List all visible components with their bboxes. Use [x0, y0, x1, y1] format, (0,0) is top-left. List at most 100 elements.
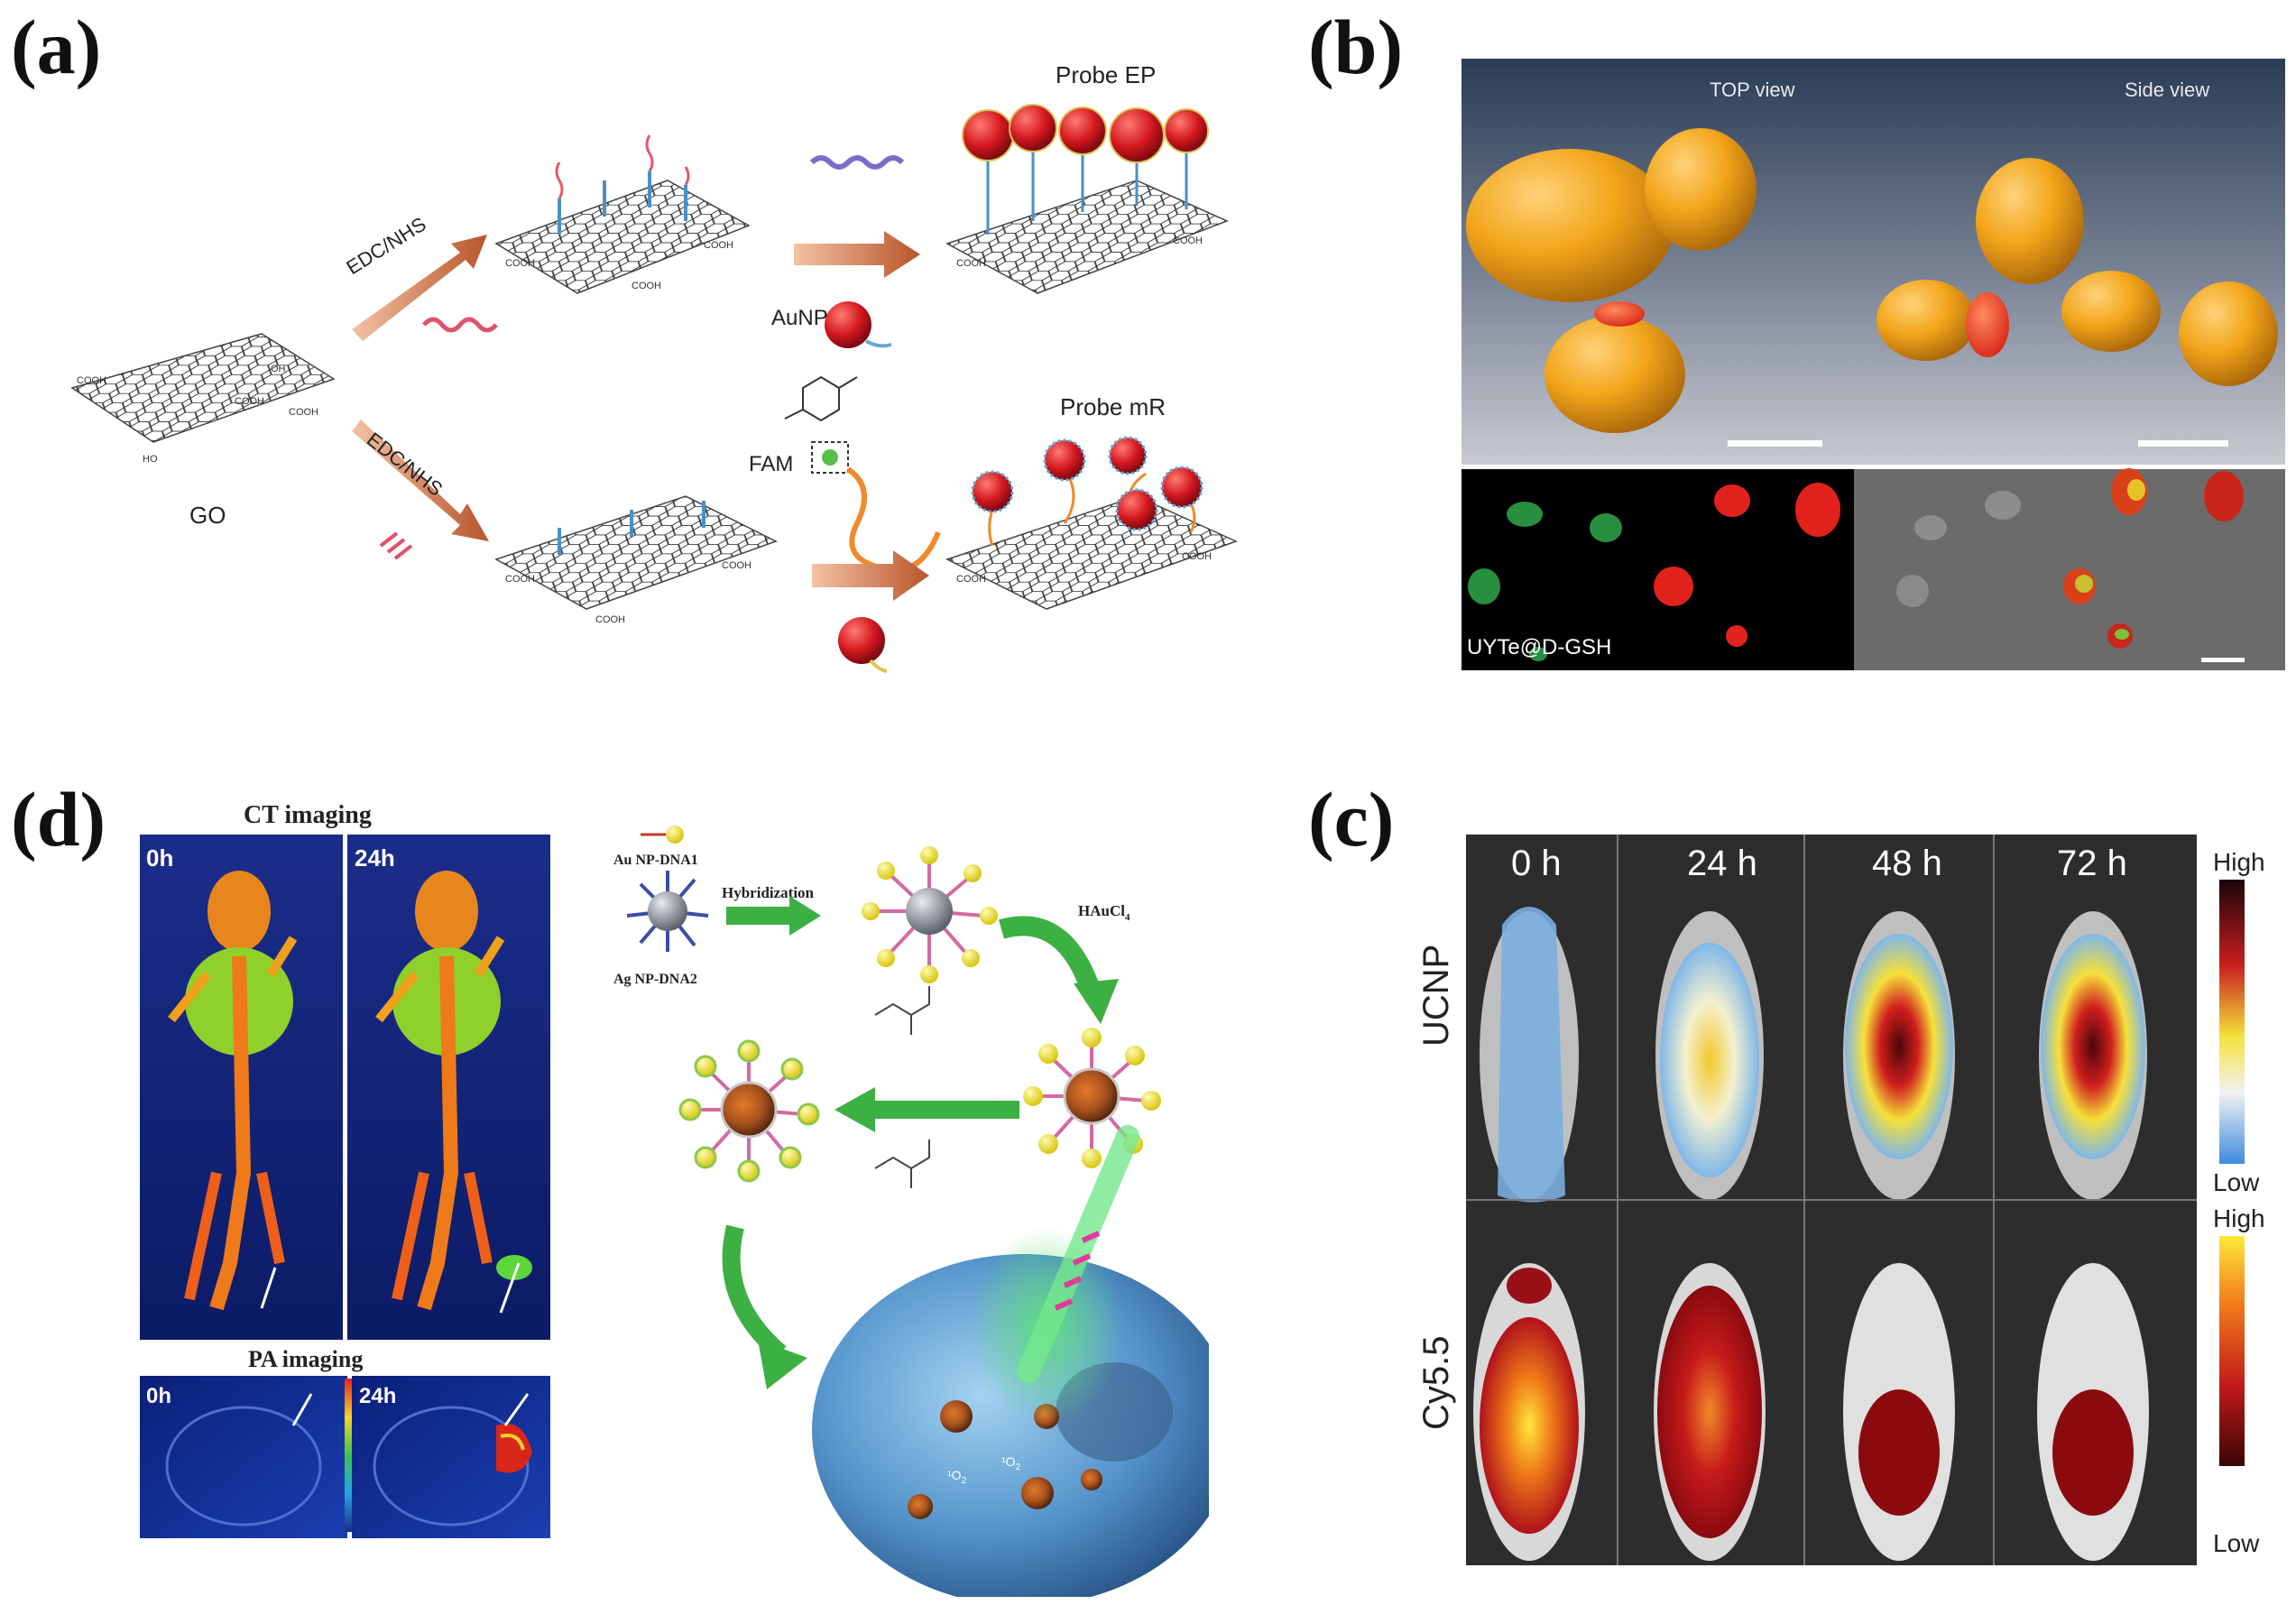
scale-bar — [1728, 440, 1822, 447]
fam-dna-strand-icon — [846, 466, 941, 573]
arrow-to-probe-mr — [812, 550, 929, 601]
svg-text:COOH: COOH — [704, 240, 733, 251]
mouse-cy55-0h — [1473, 1263, 1585, 1561]
scale-bar — [2138, 440, 2228, 447]
time-label-24h: 24 h — [1687, 844, 1757, 883]
fam-label: FAM — [749, 452, 793, 476]
reagent-bottom-label: EDC/NHS — [363, 428, 447, 501]
cy55-scale-high: High — [2213, 1204, 2265, 1232]
panel-c-letter: (c) — [1308, 776, 1395, 862]
arrow-icon — [291, 1393, 313, 1426]
cy55-color-scale — [2219, 1236, 2245, 1466]
hybrid-particle — [862, 846, 998, 983]
pa-imaging-title: PA imaging — [248, 1346, 363, 1372]
row-label-cy55: Cy5.5 — [1416, 1336, 1456, 1431]
reagent-top-label: EDC/NHS — [342, 213, 429, 280]
aunp-red-icon — [825, 301, 871, 348]
time-label-0h: 0 h — [1511, 844, 1562, 883]
laser-beam — [1017, 1125, 1139, 1383]
mouse-ucnp-72h — [2039, 911, 2147, 1200]
dna-strand-pink-icon — [379, 531, 413, 560]
svg-text:COOH: COOH — [722, 560, 752, 571]
aunp-label: AuNP — [771, 306, 828, 330]
top-view-label: TOP view — [1710, 78, 1795, 101]
side-view-cluster — [1876, 158, 2278, 386]
au-np-dna1-icon — [641, 826, 684, 844]
haucl-label: HAuCl4 — [1078, 902, 1130, 923]
ct-24h-label: 24h — [355, 844, 395, 872]
go-label: GO — [189, 502, 226, 529]
arrow-to-cell — [722, 1224, 787, 1361]
go-sheet: COOH COOH OH HO COOH — [70, 333, 336, 465]
ag-np-dna2-icon — [626, 871, 709, 952]
sample-label: UYTe@D-GSH — [1467, 635, 1611, 660]
svg-text:OH: OH — [271, 364, 286, 374]
ag-np-dna2-label: Ag NP-DNA2 — [613, 972, 697, 987]
ct-skeleton-24h — [375, 871, 532, 1314]
arrow-haucl — [998, 916, 1102, 996]
ucnp-scale-high: High — [2213, 848, 2265, 876]
svg-text:COOH: COOH — [77, 375, 106, 386]
svg-text:COOH: COOH — [1182, 551, 1212, 562]
time-label-72h: 72 h — [2057, 844, 2127, 883]
svg-text:COOH: COOH — [235, 396, 264, 407]
au-np-dna1-label: Au NP-DNA1 — [613, 853, 698, 868]
panel-d-letter: (d) — [11, 776, 106, 862]
svg-text:COOH: COOH — [1173, 235, 1203, 246]
go-sheet-functionalized-bottom: COOH COOH COOH — [494, 495, 778, 625]
svg-text:COOH: COOH — [289, 407, 318, 418]
red-channel-cells — [1654, 483, 1840, 647]
cy55-scale-low: Low — [2213, 1529, 2260, 1557]
probe-ep-title: Probe EP — [1056, 61, 1156, 88]
tumor-cell — [812, 1227, 1209, 1597]
linker-dna-icon — [809, 155, 905, 170]
mouse-cy55-48h — [1843, 1263, 1955, 1561]
arrow-edc-top — [352, 235, 487, 341]
arrow-edc-bottom — [352, 420, 489, 541]
aunp-red-icon-2 — [838, 617, 885, 664]
ucnp-scale-low: Low — [2213, 1168, 2260, 1196]
singlet-oxygen-label: ¹O2 — [947, 1468, 967, 1486]
mouse-ucnp-24h — [1655, 911, 1764, 1200]
row-label-ucnp: UCNP — [1416, 945, 1456, 1047]
fam-molecule-icon — [784, 375, 858, 474]
svg-text:COOH: COOH — [956, 574, 986, 585]
svg-text:COOH: COOH — [956, 258, 986, 269]
pa-color-scale — [345, 1379, 352, 1532]
singlet-oxygen-label: ¹O2 — [1001, 1454, 1021, 1472]
svg-text:COOH: COOH — [505, 574, 535, 585]
panel-d-image: CT imaging 0h 24h PA imaging 0h 24h Au N… — [140, 801, 1209, 1597]
svg-text:COOH: COOH — [632, 281, 661, 291]
probe-mr-title: Probe mR — [1060, 393, 1166, 420]
ct-imaging-title: CT imaging — [244, 801, 372, 829]
go-sheet-functionalized-top: COOH COOH COOH — [494, 134, 751, 294]
svg-text:HO: HO — [143, 454, 158, 465]
probe-mr: COOH COOH — [945, 436, 1238, 610]
panel-a-letter: (a) — [11, 4, 102, 90]
dna-strand-red-icon — [422, 317, 498, 333]
arrow-release — [834, 1087, 1019, 1132]
panel-b-letter: (b) — [1308, 4, 1404, 90]
mouse-cy55-72h — [2037, 1263, 2149, 1561]
side-view-label: Side view — [2125, 78, 2209, 101]
hybridization-label: Hybridization — [722, 884, 815, 901]
pa-24h-label: 24h — [359, 1384, 396, 1408]
panel-c-image: UCNP Cy5.5 0 h 24 h 48 h 72 h H — [1416, 835, 2265, 1565]
mouse-ucnp-48h — [1843, 911, 1955, 1200]
probe-ep: COOH COOH — [945, 104, 1229, 294]
arrow-hybridization — [726, 896, 821, 936]
fam-dot-icon — [822, 449, 838, 466]
svg-text:COOH: COOH — [595, 614, 625, 625]
arrow-icon — [503, 1393, 530, 1426]
panel-a-scheme: COOH COOH OH HO COOH GO EDC/NHS EDC/NHS … — [70, 61, 1238, 673]
pa-0h-label: 0h — [146, 1384, 171, 1408]
green-channel-cells — [1468, 502, 1622, 661]
ucnp-color-scale — [2219, 880, 2245, 1164]
ct-skeleton-0h — [168, 871, 298, 1311]
core-shell-particle — [1023, 1028, 1161, 1168]
panel-b-image: TOP view Side view UYTe@D-GSH — [1462, 59, 2285, 670]
ct-0h-label: 0h — [146, 844, 173, 872]
svg-text:COOH: COOH — [505, 258, 535, 269]
released-particle — [678, 1039, 820, 1183]
amino-acid-structure-icon — [874, 986, 930, 1188]
